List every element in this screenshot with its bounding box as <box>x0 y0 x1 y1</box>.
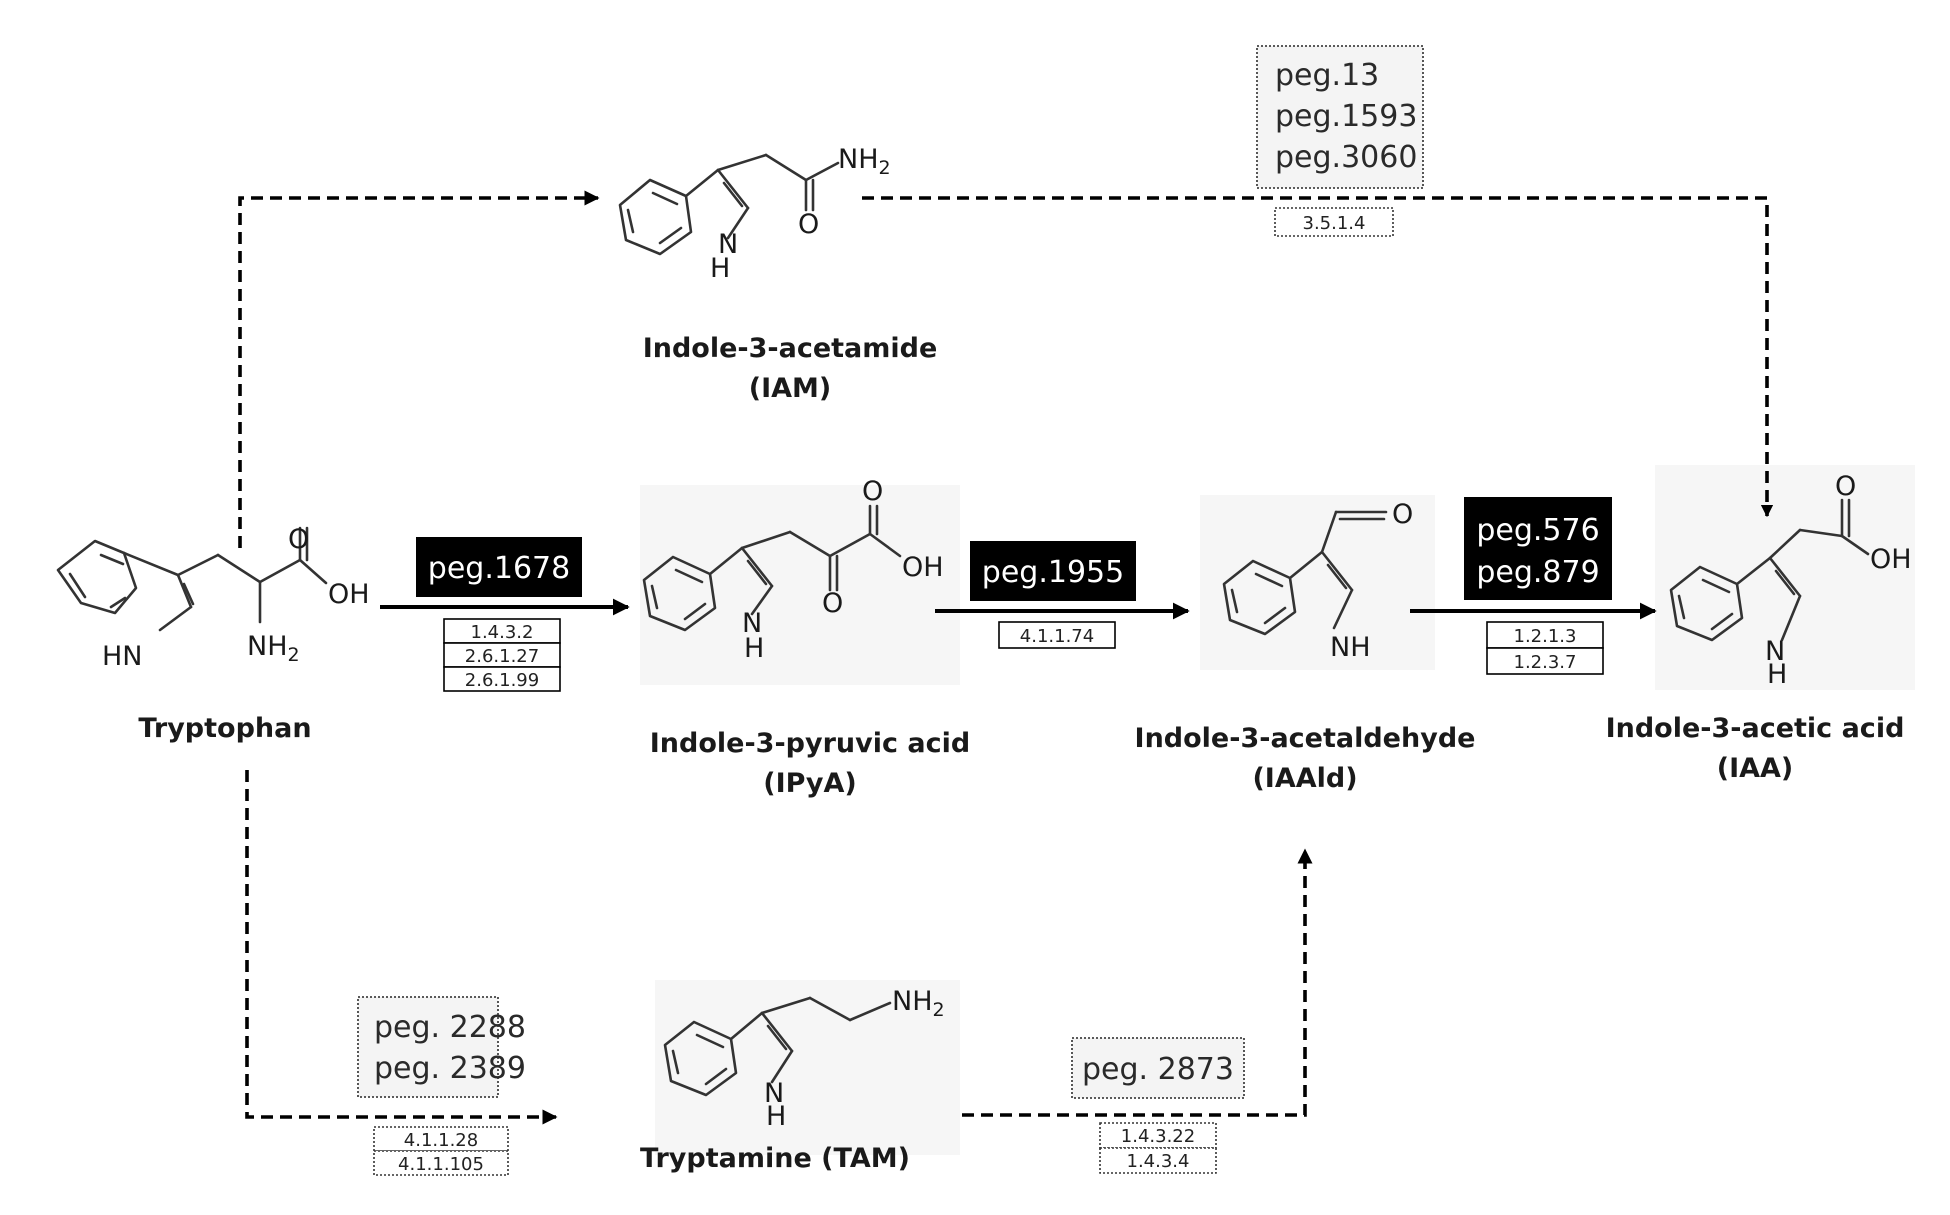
iam-o-atom: O <box>798 209 819 240</box>
iam-structure: H N O NH2 <box>618 144 891 284</box>
ec-label: 4.1.1.74 <box>1020 626 1094 647</box>
gene-label: peg. 2389 <box>374 1051 526 1086</box>
ec-label: 4.1.1.105 <box>398 1154 484 1175</box>
ec-label: 2.6.1.99 <box>465 670 539 691</box>
iaa-structure: O OH N H <box>1669 471 1912 690</box>
tam-n-atom: N <box>764 1078 784 1109</box>
gene-label: peg.879 <box>1476 555 1599 590</box>
ipya-o-keto-atom: O <box>822 588 843 619</box>
gene-label: peg.13 <box>1275 58 1379 93</box>
step-tam-iaald: peg. 2873 1.4.3.22 1.4.3.4 <box>1071 1037 1245 1174</box>
iaald-molecule-bg <box>1200 495 1435 670</box>
tryptophan-label: Tryptophan <box>138 713 311 744</box>
step-iaald-iaa: peg.576 peg.879 1.2.1.3 1.2.3.7 <box>1464 497 1612 675</box>
ec-box <box>1099 1122 1217 1149</box>
ipya-o-acid-atom: O <box>862 476 883 507</box>
ipya-abbr-label: (IPyA) <box>763 768 857 799</box>
iaald-name-label: Indole-3-acetaldehyde <box>1135 723 1476 754</box>
arrow-trp-to-iam <box>238 190 600 548</box>
ec-label: 1.4.3.4 <box>1127 1151 1190 1172</box>
trp-o-atom: O <box>288 524 309 555</box>
ipya-n-atom: N <box>742 608 762 639</box>
gene-label: peg.1955 <box>982 555 1124 590</box>
iam-nh2-atom: NH2 <box>838 144 891 179</box>
gene-box-peg2873 <box>1071 1037 1245 1099</box>
iam-name-label: Indole-3-acetamide <box>643 333 938 364</box>
iam-n-atom: N <box>718 229 738 260</box>
gene-box-peg576-879 <box>1464 497 1612 600</box>
iaa-h-atom: H <box>1767 659 1787 690</box>
ipya-molecule-bg <box>640 485 960 685</box>
gene-label: peg.1678 <box>428 551 570 586</box>
iam-abbr-label: (IAM) <box>749 373 832 404</box>
trp-hn-atom: HN <box>102 641 143 672</box>
tryptophan-structure: HN O OH NH2 <box>56 524 370 672</box>
iaald-nh-atom: NH <box>1330 632 1371 663</box>
step-trp-ipya: peg.1678 1.4.3.2 2.6.1.27 2.6.1.99 <box>416 537 582 692</box>
iaald-structure: O NH <box>1222 499 1413 663</box>
ec-box <box>373 1126 509 1152</box>
gene-box-peg2288-2389 <box>357 996 499 1098</box>
ec-label: 1.2.1.3 <box>1514 626 1577 647</box>
gene-label: peg.3060 <box>1275 140 1417 175</box>
ipya-name-label: Indole-3-pyruvic acid <box>650 728 970 759</box>
ec-label: 1.4.3.2 <box>471 622 534 643</box>
gene-label: peg.1593 <box>1275 99 1417 134</box>
tam-name-label: Tryptamine (TAM) <box>640 1143 910 1174</box>
ec-label: 1.2.3.7 <box>1514 652 1577 673</box>
gene-box-peg1678 <box>416 537 582 597</box>
iaa-n-atom: N <box>1765 636 1785 667</box>
ec-box <box>1099 1147 1217 1174</box>
gene-box-peg13-1593-3060 <box>1256 45 1424 189</box>
gene-label: peg. 2288 <box>374 1010 526 1045</box>
iaa-oh-atom: OH <box>1870 544 1912 575</box>
step-ipya-iaald: peg.1955 4.1.1.74 <box>970 541 1136 649</box>
tam-molecule-bg <box>655 980 960 1155</box>
gene-label: peg. 2873 <box>1082 1052 1234 1087</box>
step-iam-iaa: peg.13 peg.1593 peg.3060 3.5.1.4 <box>1256 45 1424 237</box>
ec-box <box>998 621 1116 649</box>
iaa-name-label: Indole-3-acetic acid <box>1606 713 1905 744</box>
iaa-o-atom: O <box>1835 471 1856 502</box>
ipya-structure: N H O O OH <box>642 476 944 664</box>
tam-h-atom: H <box>766 1101 786 1132</box>
ec-label: 1.4.3.22 <box>1121 1126 1195 1147</box>
arrow-trp-to-tam <box>245 770 558 1125</box>
arrow-tam-to-iaald <box>962 848 1313 1117</box>
gene-label: peg.576 <box>1476 513 1599 548</box>
ec-box <box>1486 647 1604 675</box>
ec-box <box>1274 207 1394 237</box>
ipya-oh-atom: OH <box>902 552 944 583</box>
ec-label: 3.5.1.4 <box>1303 213 1366 234</box>
trp-oh-atom: OH <box>328 579 370 610</box>
step-trp-tam: peg. 2288 peg. 2389 4.1.1.28 4.1.1.105 <box>357 996 526 1176</box>
iaa-abbr-label: (IAA) <box>1717 753 1794 784</box>
ipya-h-atom: H <box>744 633 764 664</box>
ec-label: 2.6.1.27 <box>465 646 539 667</box>
ec-box <box>443 666 561 692</box>
iam-nh-h-atom: H <box>710 253 730 284</box>
gene-box-peg1955 <box>970 541 1136 601</box>
iaald-abbr-label: (IAAld) <box>1252 763 1357 794</box>
ec-box <box>373 1150 509 1176</box>
tam-structure: N H NH2 <box>663 986 945 1132</box>
trp-nh2-atom: NH2 <box>247 631 300 666</box>
iaald-o-atom: O <box>1392 499 1413 530</box>
arrow-iam-to-iaa <box>862 196 1774 518</box>
ec-label: 4.1.1.28 <box>404 1130 478 1151</box>
tam-nh2-atom: NH2 <box>892 986 945 1021</box>
